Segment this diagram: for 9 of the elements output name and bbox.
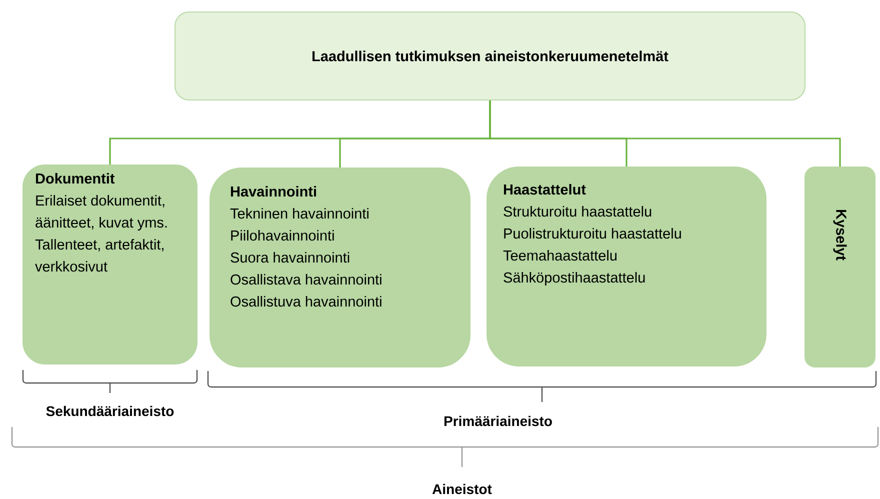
category-box: Havainnointi Tekninen havainnointi Piilohavainnointi Suora havainnointi Osallistava havainnointi Osallistuva havainnointi — [210, 168, 470, 368]
group-label: Sekundääriaineisto — [46, 406, 174, 416]
group-label: Aineistot — [432, 484, 492, 494]
title-box: Laadullisen tutkimuksen aineistonkeruumenetelmät — [174, 12, 806, 100]
category-box: Kyselyt — [804, 166, 876, 368]
category-box: Dokumentit Erilaiset dokumentit, äänitteet, kuvat yms. Tallenteet, artefaktit, verkkosivut — [22, 164, 198, 364]
group-label: Primääriaineisto — [444, 416, 552, 426]
category-box: Haastattelut Strukturoitu haastattelu Puolistrukturoitu haastattelu Teemahaastattelu Sähköpostihaastattelu — [486, 166, 766, 366]
connector-line — [489, 100, 841, 166]
